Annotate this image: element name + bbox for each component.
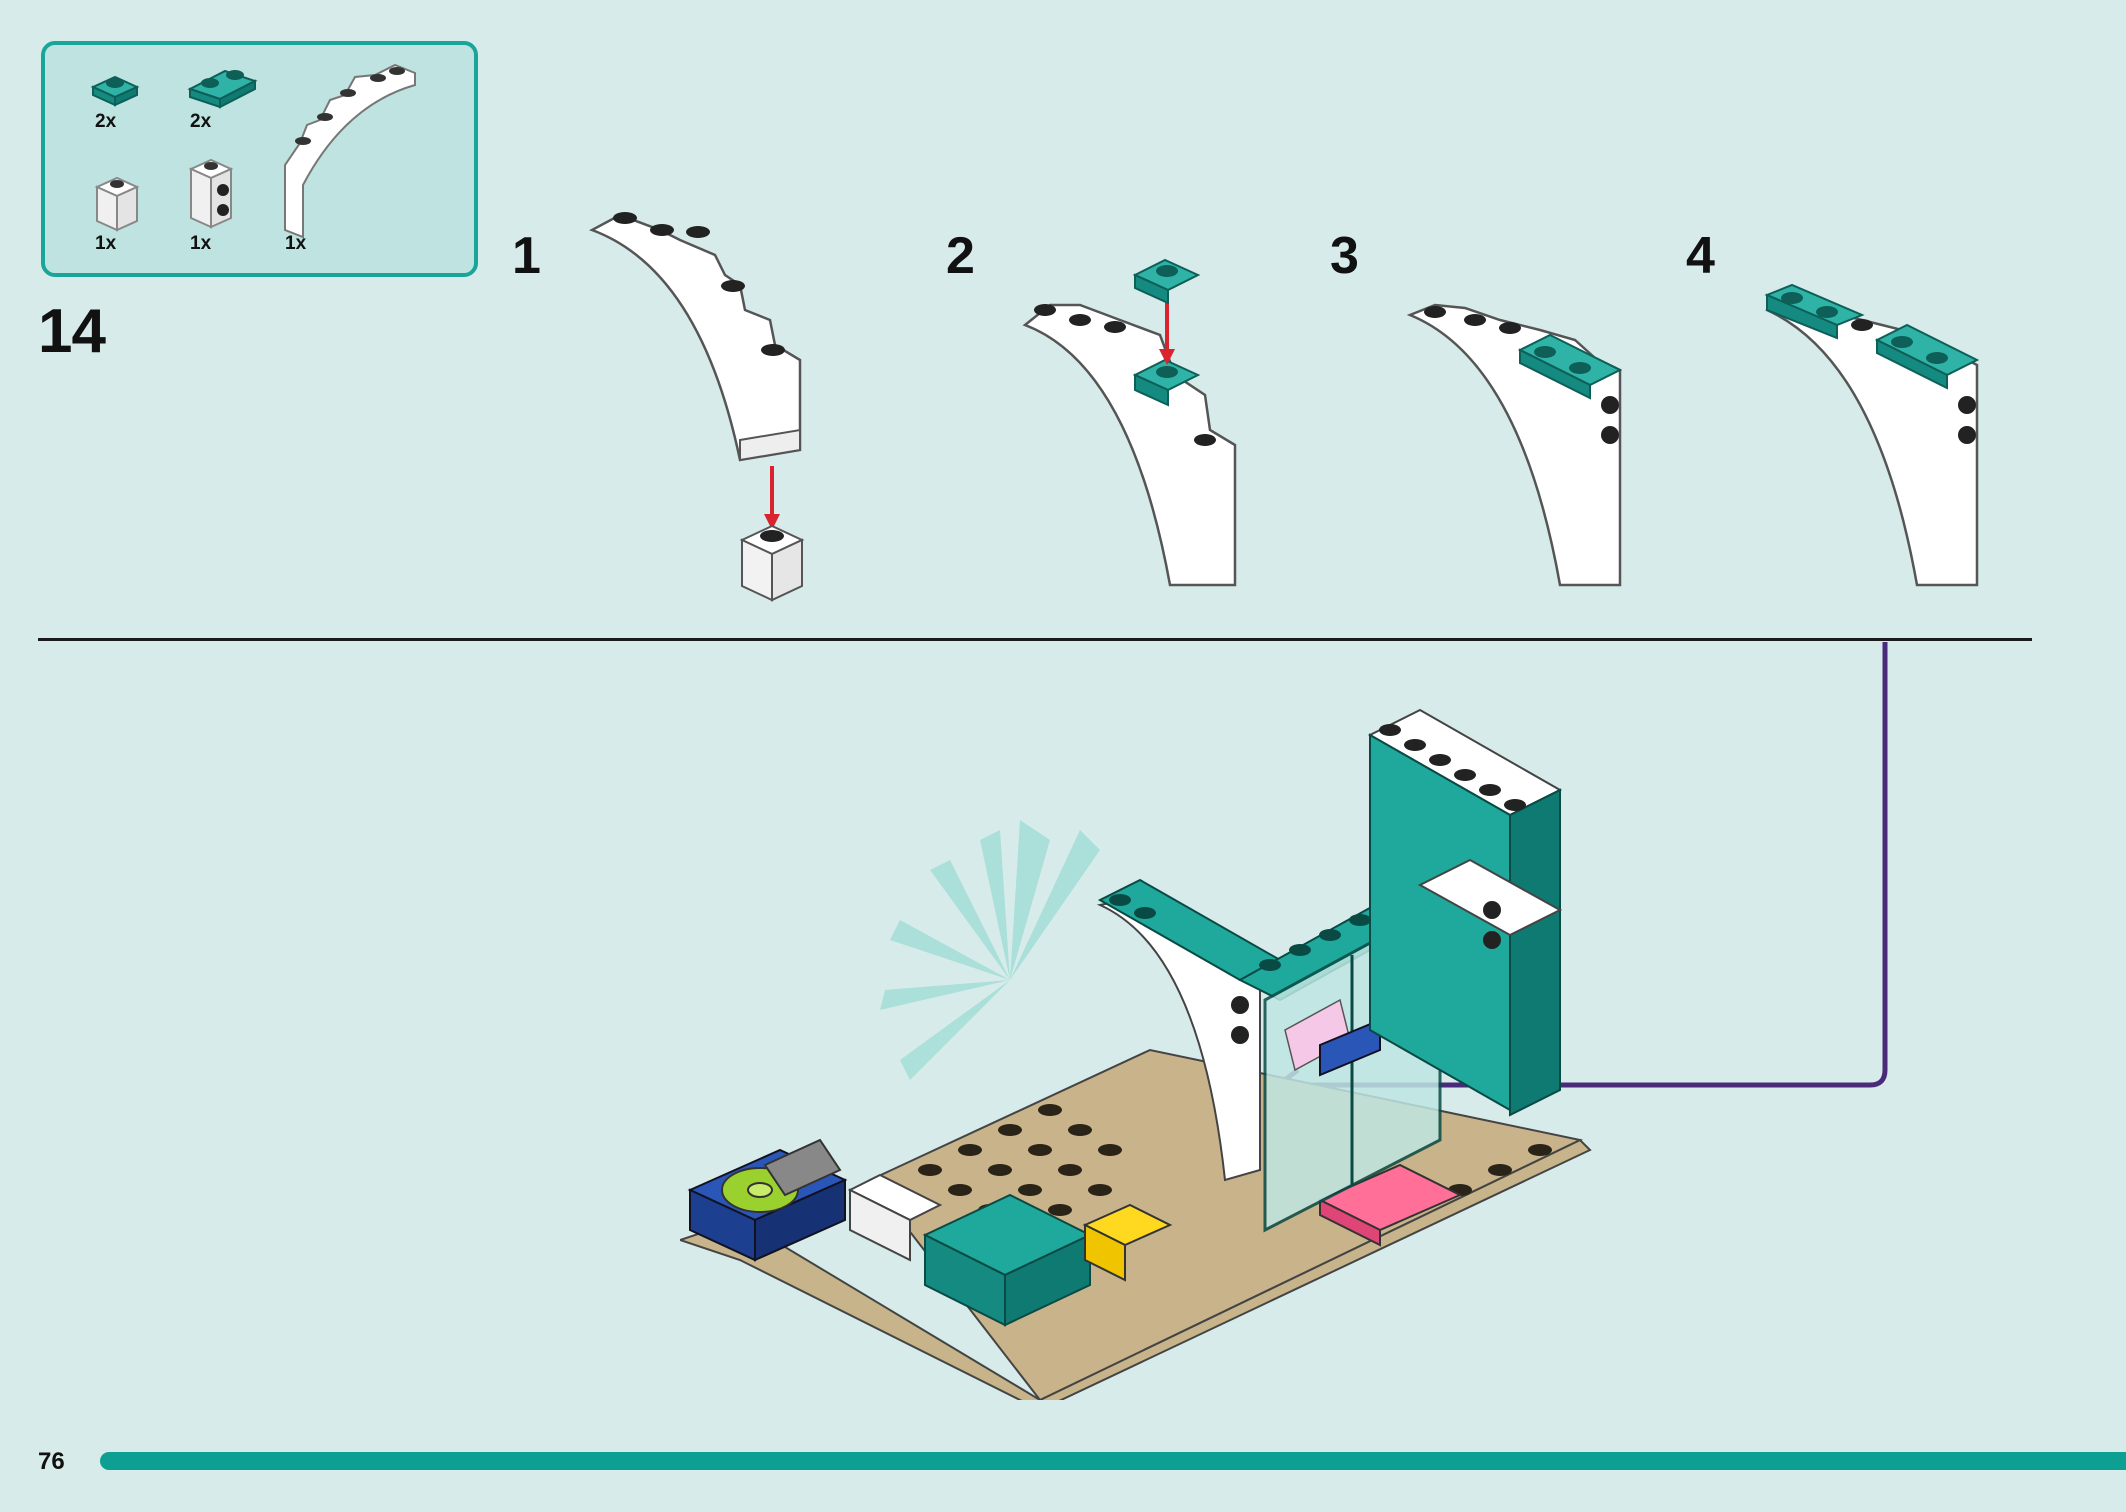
parts-illustrations: [90, 63, 416, 239]
part-qty-label: 1x: [95, 233, 117, 254]
substep-4-illustration: [1764, 283, 1980, 587]
part-qty-label: 1x: [285, 233, 307, 254]
page-progress-bar: [100, 1452, 2126, 1470]
substep-1-illustration: [588, 212, 805, 602]
substep-number: 2: [946, 227, 975, 285]
part-qty-label: 2x: [95, 111, 117, 132]
teal-plate-1x2-icon: [187, 69, 258, 109]
substep-2-illustration: [1022, 258, 1237, 587]
white-brick-side-studs-icon: [188, 158, 234, 229]
white-brick-1x1-icon: [94, 176, 140, 232]
part-qty-label: 2x: [190, 111, 212, 132]
substep-number: 3: [1330, 227, 1359, 285]
white-arch-icon: [284, 63, 416, 239]
substep-number: 4: [1686, 227, 1715, 285]
step-number: 14: [38, 297, 106, 366]
substep-3-illustration: [1406, 303, 1623, 587]
step-divider: [38, 638, 2032, 641]
teal-plate-1x1-icon: [90, 75, 140, 107]
highlight-burst: [880, 820, 1100, 1080]
substep-number: 1: [512, 227, 541, 285]
part-qty-label: 1x: [190, 233, 212, 254]
main-model-illustration: [680, 708, 1592, 1400]
parts-list-box: 2x 2x 1x 1x 1x: [41, 41, 478, 277]
page-number: 76: [38, 1448, 65, 1475]
